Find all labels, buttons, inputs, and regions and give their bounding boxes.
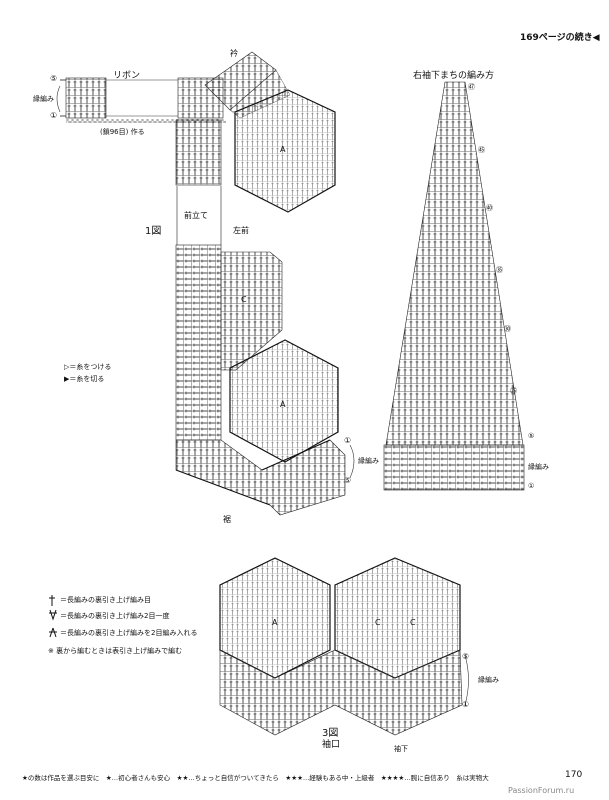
attach-text: ＝糸をつける <box>69 363 112 371</box>
fig3-title: 3図 <box>322 728 339 739</box>
motif-c1-label: C <box>241 295 247 304</box>
fig3-cuff-edging <box>219 649 469 736</box>
fig3-row-mark-top: ⑤ <box>462 652 470 661</box>
cut-icon: ▶ <box>64 375 70 383</box>
sleeve-title: 右袖下まちの編み方 <box>413 71 495 81</box>
left-front-chart <box>220 251 283 371</box>
fig3-motif-c1-label: C <box>375 618 381 627</box>
cut-legend: ▶＝糸を切る <box>64 374 104 384</box>
hex-motif-a1 <box>234 89 336 213</box>
attach-legend: ▷＝糸をつける <box>64 362 111 372</box>
motif-a2-label: A <box>280 400 286 409</box>
sleeve-row-1: ① <box>528 482 535 490</box>
continuation-header: 169ページの続き◀ <box>520 30 600 43</box>
sleeve-row-25: ㉕ <box>510 387 517 395</box>
fig1-row-mark-ribbon-top: ⑤ <box>50 74 58 83</box>
sleeve-row-45: ㊺ <box>478 146 485 154</box>
stitch-note: ※ 裏から編むときは表引き上げ編みで編む <box>48 647 183 655</box>
sleeve-edging-label: 縁編み <box>528 463 549 471</box>
sleeve-row-40: ㊵ <box>486 204 493 212</box>
fig1-edging-label-left: 縁編み <box>33 95 54 103</box>
fig1-edging-label-hem: 縁編み <box>358 457 379 465</box>
ribbon-chart <box>60 77 226 123</box>
cut-text: ＝糸を切る <box>69 375 105 383</box>
sleeve-row-30: ㉚ <box>504 325 511 333</box>
stitch-legend-item: ＝長編みの裏引き上げ編みを2目編み入れる <box>60 629 198 637</box>
page-number: 170 <box>565 770 583 780</box>
sleeve-row-47: ㊼ <box>468 83 475 91</box>
attach-icon: ▷ <box>64 363 70 371</box>
fig3-cuff-label: 袖口 <box>322 740 341 750</box>
fig3-edging-label: 縁編み <box>478 676 499 684</box>
watermark: PassionForum.ru <box>508 786 575 795</box>
front-band-label: 前立て <box>184 211 208 220</box>
fig1-row-mark-hem-top: ① <box>344 436 352 445</box>
difficulty-note: ★の数は作品を選ぶ目安に ★…初心者さんも安心 ★★…ちょっと自信がついてきたら… <box>22 774 489 782</box>
fig3-row-mark-bottom: ① <box>462 700 470 709</box>
fig1-bracket <box>56 85 355 479</box>
fig1-title: 1図 <box>145 226 162 237</box>
collar-label: 衿 <box>230 49 238 58</box>
ribbon-label: リボン <box>113 71 141 81</box>
sleeve-row-35: ㉟ <box>496 266 503 274</box>
continuation-arrow-icon: ◀ <box>592 33 600 43</box>
hem-edging-chart <box>175 439 346 516</box>
fig3-motif-a-label: A <box>272 618 278 627</box>
sleeve-gusset-chart <box>383 81 525 491</box>
sleeve-row-5: ⑤ <box>528 432 535 440</box>
fig1-row-mark-ribbon-bottom: ① <box>50 111 58 120</box>
stitch-legend-item: ＝長編みの裏引き上げ編み目 <box>60 596 151 604</box>
stitch-legend-item: ＝長編みの裏引き上げ編み2目一度 <box>60 612 170 620</box>
fig1-row-mark-hem-bottom: ⑤ <box>344 476 352 485</box>
stitch-legend-glyphs <box>49 595 57 638</box>
left-front-label: 左前 <box>233 226 249 235</box>
fig3-motif-c2-label: C <box>410 618 416 627</box>
front-band-chart <box>175 119 222 441</box>
hem-label: 裾 <box>223 515 231 524</box>
motif-a1-label: A <box>280 145 286 154</box>
chain-note: (鎖96目) 作る <box>100 128 145 136</box>
continuation-text: 169ページの続き <box>520 33 593 43</box>
fig3-underarm-label: 袖下 <box>394 745 408 753</box>
